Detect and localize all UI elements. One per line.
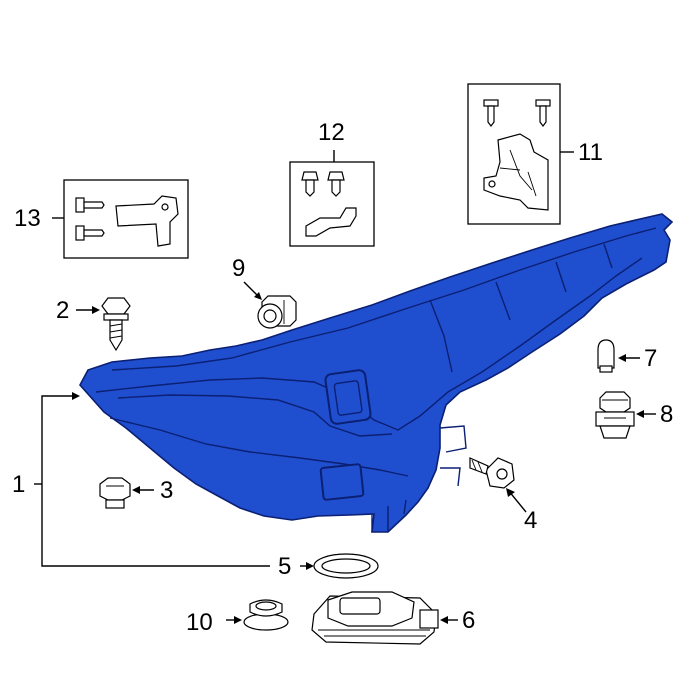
part-11-kit[interactable]	[467, 83, 561, 225]
part-7-bulb[interactable]	[597, 339, 615, 373]
headlamp-inner-drl	[117, 394, 393, 437]
callout-6-group: 6	[440, 607, 475, 634]
callout-5-group: 5	[278, 553, 314, 580]
callout-12-label: 12	[318, 119, 345, 146]
part-11-screw-right	[535, 99, 551, 127]
part-6-module[interactable]	[311, 591, 439, 645]
part-5-gasket[interactable]	[313, 553, 379, 579]
headlamp-lower-socket	[319, 463, 365, 501]
part-11-screw-left	[483, 99, 499, 127]
callout-13-group: 13	[14, 205, 64, 232]
part-10-seal[interactable]	[243, 599, 289, 631]
callout-9-label: 9	[232, 255, 245, 282]
callout-8-group: 8	[636, 401, 673, 428]
callout-10-group: 10	[186, 609, 242, 636]
part-12-bracket	[305, 207, 357, 237]
part-13-screw-bottom	[75, 225, 105, 241]
callout-7-label: 7	[644, 345, 657, 372]
headlamp-lens-line	[95, 257, 643, 431]
callout-11-label: 11	[578, 139, 603, 166]
headlamp-bottom-tab	[371, 499, 407, 532]
headlamp-vertical-rib	[429, 243, 613, 373]
callout-4-label: 4	[524, 507, 537, 534]
part-13-kit[interactable]	[63, 179, 189, 259]
callout-2-label: 2	[56, 297, 69, 324]
callout-1-group: 1	[12, 392, 270, 567]
part-11-bracket	[483, 133, 549, 211]
headlamp-right-tab	[439, 425, 467, 487]
callout-5-label: 5	[278, 553, 291, 580]
callout-4-group: 4	[506, 488, 537, 534]
headlamp-projector-socket	[324, 369, 372, 425]
callout-6-label: 6	[462, 607, 475, 634]
callout-9-group: 9	[232, 255, 262, 300]
callout-3-label: 3	[160, 477, 173, 504]
part-12-screw-right	[327, 171, 345, 197]
callout-8-label: 8	[660, 401, 673, 428]
callout-11-group: 11	[560, 139, 603, 166]
part-8-socket[interactable]	[595, 391, 635, 439]
part-4-screw[interactable]	[469, 457, 515, 489]
headlamp-upper-trim	[111, 227, 657, 371]
callout-3-group: 3	[132, 477, 173, 504]
part-9-socket[interactable]	[257, 295, 297, 329]
part-3-nut[interactable]	[99, 477, 131, 509]
callout-13-label: 13	[14, 205, 41, 232]
callout-7-group: 7	[618, 345, 657, 372]
headlamp-lower-line	[109, 417, 409, 477]
callout-10-label: 10	[186, 609, 213, 636]
part-12-kit[interactable]	[289, 161, 375, 247]
part-13-screw-top	[75, 197, 105, 213]
headlamp-housing	[79, 213, 674, 533]
headlamp-assembly[interactable]	[79, 213, 674, 533]
callout-2-group: 2	[56, 297, 100, 324]
part-12-screw-left	[301, 171, 319, 197]
headlamp-projector-inner	[333, 380, 363, 416]
callout-12-group: 12	[318, 119, 345, 162]
callout-1-label: 1	[12, 471, 25, 498]
part-2-bolt[interactable]	[101, 297, 131, 352]
